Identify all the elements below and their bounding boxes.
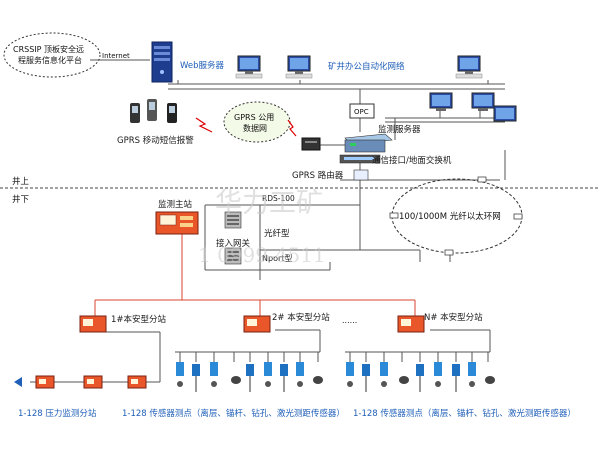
pressure-station-icon <box>35 375 55 389</box>
sensor-icon <box>399 352 409 384</box>
substation-2-icon <box>243 315 271 333</box>
office-network-label: 矿井办公自动化网络 <box>328 61 405 72</box>
sensor-icon <box>296 352 304 387</box>
pc-icon <box>471 92 495 111</box>
opc-box <box>349 103 375 119</box>
web-server-label: Web服务器 <box>180 60 225 71</box>
gprs-router-icon <box>301 137 321 151</box>
substation-n-label: N# 本安型分站 <box>424 312 483 323</box>
watermark-line1: 华力工矿 <box>215 188 323 219</box>
cloud-crssip-line1: CRSSIP 顶板安全远 <box>13 44 84 54</box>
dots-separator: ...... <box>342 316 357 325</box>
monitor-server-label: 监测服务器 <box>378 124 421 135</box>
sensor-group-2 <box>346 352 495 392</box>
access-gateway-label: 接入网关 <box>216 238 251 249</box>
sensor-icon <box>380 352 388 387</box>
gprs-network-line1: GPRS 公用 <box>234 113 274 122</box>
pc-icon <box>493 105 517 122</box>
sensor-icon <box>346 352 354 387</box>
sensor-group-1 <box>176 352 323 392</box>
ethernet-ring-label: 100/1000M 光纤以太环网 <box>399 211 501 222</box>
main-station-icon <box>155 211 199 235</box>
gprs-router-label: GPRS 路由器 <box>292 170 344 181</box>
sensor-icon <box>210 352 218 387</box>
opc-label: OPC <box>354 108 369 116</box>
gprs-network-line2: 数据网 <box>243 123 267 133</box>
arrow-left-icon <box>14 377 22 387</box>
pc-icon <box>285 55 313 79</box>
sensor-icon <box>434 352 442 387</box>
cloud-crssip-line2: 程服务信息化平台 <box>18 55 82 65</box>
wireless-icon <box>195 117 213 133</box>
interface-box <box>353 169 369 181</box>
ring-nodes <box>389 176 523 256</box>
substation-1-label: 1#本安型分站 <box>111 314 167 325</box>
comm-switch-label: 通信接口/地面交换机 <box>372 155 452 166</box>
phone-icon <box>167 103 177 123</box>
cloud-crssip <box>3 32 101 78</box>
sensors-2-label: 1-128 传感器测点（离层、锚杆、钻孔、激光测距传感器） <box>353 408 576 419</box>
phone-icon <box>147 99 157 121</box>
sensor-icon <box>176 352 184 387</box>
gprs-phone-alarm-label: GPRS 移动短信报警 <box>117 135 194 146</box>
sensor-icon <box>452 352 460 392</box>
gateway-cabinet-icon <box>224 211 242 229</box>
switch-icon <box>339 154 381 164</box>
pressure-station-icon <box>83 375 103 389</box>
substation-n-icon <box>397 315 425 333</box>
sensor-icon <box>192 352 200 392</box>
sensor-icon <box>362 352 370 392</box>
sensor-icon <box>313 352 323 384</box>
underground-label: 井下 <box>12 194 30 205</box>
sensor-icon <box>468 352 476 387</box>
substation-1-icon <box>79 315 107 333</box>
pc-icon <box>429 92 453 111</box>
main-station-label: 监测主站 <box>158 199 193 210</box>
pc-icon <box>235 55 263 79</box>
gateway-cabinet-icon <box>224 247 242 265</box>
pressure-sub-label: 1-128 压力监测分站 <box>18 408 97 419</box>
sensors-1-label: 1-128 传感器测点（离层、锚杆、钻孔、激光测距传感器） <box>122 408 345 419</box>
wireless-icon <box>287 119 297 137</box>
phone-icon <box>130 103 140 123</box>
watermark-line2: 1 0999-4511 <box>198 243 326 267</box>
sensor-icon <box>246 352 254 392</box>
connection-lines <box>90 59 506 280</box>
station-bus-lines <box>94 232 416 316</box>
cloud-gprs <box>223 101 291 143</box>
surface-label: 井上 <box>12 176 30 187</box>
sensor-icon <box>264 352 272 387</box>
pressure-station-icon <box>127 375 147 389</box>
monitor-server-icon <box>344 133 393 153</box>
sensor-icon <box>485 352 495 384</box>
sensor-icon <box>231 352 241 384</box>
web-server-icon <box>151 41 173 83</box>
fiber-type-label: 光纤型 <box>264 228 290 239</box>
sensor-icon <box>416 352 424 392</box>
internet-label: Internet <box>102 52 130 60</box>
substation-2-label: 2# 本安型分站 <box>272 312 330 323</box>
rds-label: RDS-100 <box>262 194 295 203</box>
pc-icon <box>455 55 483 79</box>
nport-type-label: Nport型 <box>262 254 292 263</box>
sensor-icon <box>280 352 288 392</box>
